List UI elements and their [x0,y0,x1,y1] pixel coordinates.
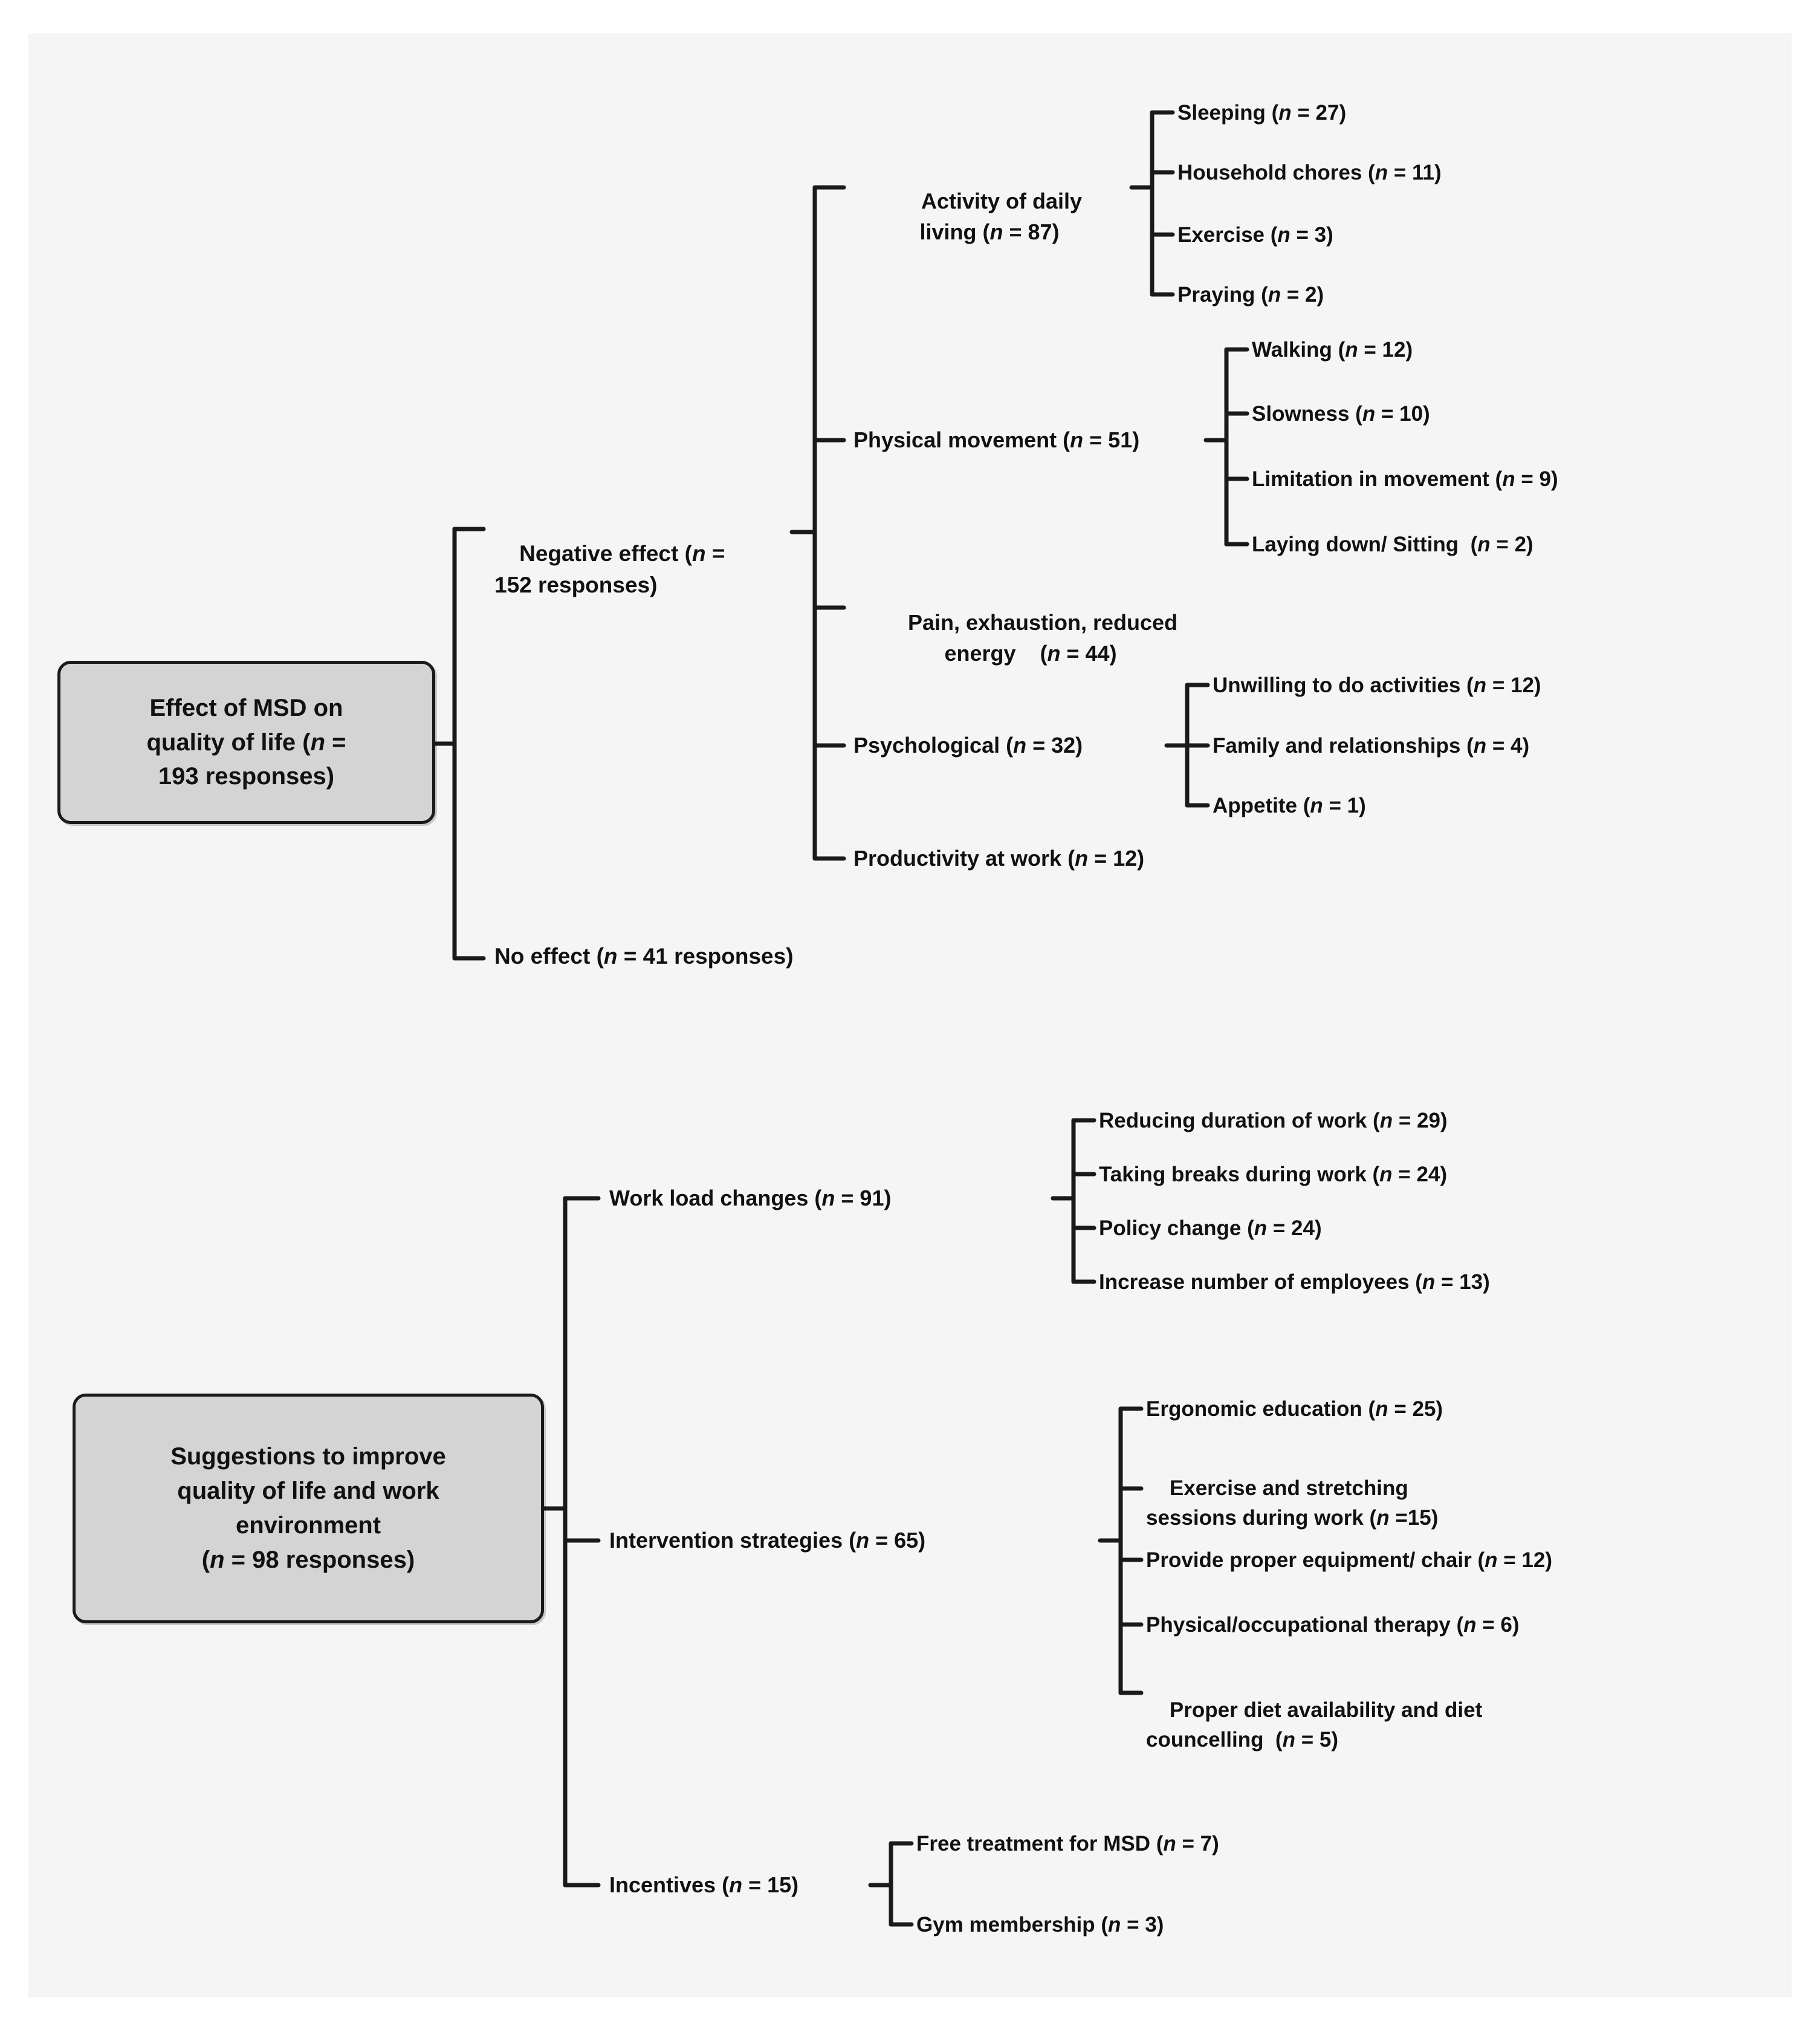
leaf-gym-membership[interactable]: Gym membership (n = 3) [916,1913,1164,1936]
leaf-free-treatment-for-msd[interactable]: Free treatment for MSD (n = 7) [916,1832,1219,1855]
leaf-increase-number-of-employees[interactable]: Increase number of employees (n = 13) [1099,1270,1490,1294]
leaf-exercise[interactable]: Exercise (n = 3) [1177,223,1333,247]
leaf-reducing-duration-of-work[interactable]: Reducing duration of work (n = 29) [1099,1109,1448,1132]
node-incentives[interactable]: Incentives (n = 15) [609,1872,799,1897]
leaf-walking[interactable]: Walking (n = 12) [1252,338,1413,362]
leaf-provide-proper-equipment-chair[interactable]: Provide proper equipment/ chair (n = 12) [1146,1548,1552,1572]
node-psychological[interactable]: Psychological (n = 32) [853,733,1083,758]
leaf-slowness[interactable]: Slowness (n = 10) [1252,402,1430,426]
node-negative-effect[interactable]: Negative effect (n =152 responses) [494,541,725,597]
leaf-appetite[interactable]: Appetite (n = 1) [1213,794,1366,817]
leaf-family-and-relationships[interactable]: Family and relationships (n = 4) [1213,734,1530,758]
leaf-policy-change[interactable]: Policy change (n = 24) [1099,1216,1322,1240]
node-productivity-at-work[interactable]: Productivity at work (n = 12) [853,846,1145,871]
leaf-sleeping[interactable]: Sleeping (n = 27) [1177,101,1347,125]
node-intervention-strategies[interactable]: Intervention strategies (n = 65) [609,1528,926,1553]
leaf-physical-occupational-therapy[interactable]: Physical/occupational therapy (n = 6) [1146,1613,1520,1637]
node-no-effect[interactable]: No effect (n = 41 responses) [494,944,794,969]
leaf-limitation-in-movement[interactable]: Limitation in movement (n = 9) [1252,467,1558,491]
node-physical-movement[interactable]: Physical movement (n = 51) [853,427,1140,452]
figure-inner-canvas [28,33,1792,1997]
leaf-ergonomic-education[interactable]: Ergonomic education (n = 25) [1146,1397,1443,1421]
node-work-load-changes[interactable]: Work load changes (n = 91) [609,1186,892,1210]
leaf-unwilling-to-do-activities[interactable]: Unwilling to do activities (n = 12) [1213,674,1541,697]
leaf-laying-down-sitting[interactable]: Laying down/ Sitting (n = 2) [1252,533,1533,556]
leaf-taking-breaks-during-work[interactable]: Taking breaks during work (n = 24) [1099,1163,1448,1186]
leaf-household-chores[interactable]: Household chores (n = 11) [1177,161,1442,184]
leaf-praying[interactable]: Praying (n = 2) [1177,283,1324,307]
